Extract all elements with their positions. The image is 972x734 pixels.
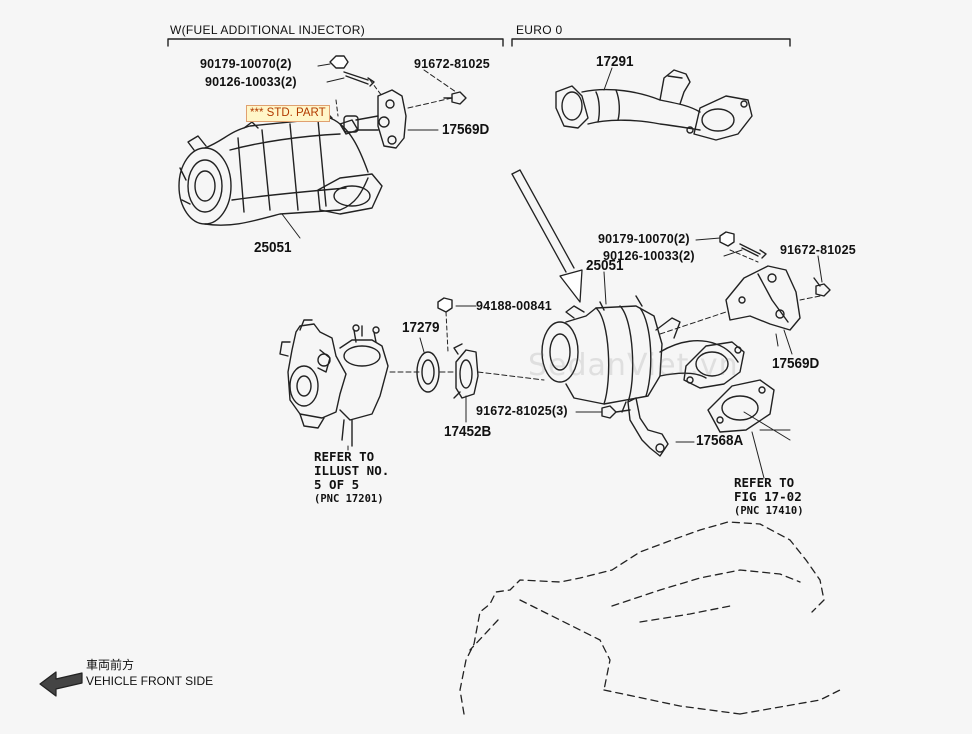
heat-insulator-bracket-right: [725, 265, 801, 331]
vehicle-front-arrow: [39, 671, 83, 697]
direction-arrow: [511, 169, 583, 303]
leader-lines-center: [347, 305, 545, 451]
fasteners-right: [719, 231, 831, 297]
part-label-bolt-right[interactable]: 91672-81025: [780, 243, 856, 257]
part-label-nut-top-left[interactable]: 90179-10070(2): [200, 57, 292, 71]
catalytic-converter-right: [541, 295, 745, 405]
part-label-converter-top-left[interactable]: 25051: [254, 239, 292, 256]
std-part-badge: *** STD. PART: [246, 105, 330, 122]
reference-turbo-line-1: REFER TO: [314, 449, 375, 464]
part-label-stud-top-left[interactable]: 90126-10033(2): [205, 75, 297, 89]
part-label-nut-center[interactable]: 94188-00841: [476, 299, 552, 313]
watermark: SedanViet.vn: [528, 348, 739, 383]
part-label-gasket[interactable]: 17279: [402, 319, 440, 336]
leader-lines-right: [575, 237, 823, 479]
part-label-bolt-center[interactable]: 91672-81025(3): [476, 404, 568, 418]
turbocharger: [279, 319, 389, 447]
part-label-stay[interactable]: 17568A: [696, 432, 744, 449]
part-label-bracket-top-left[interactable]: 17569D: [442, 121, 490, 138]
reference-turbo: REFER TO ILLUST NO. 5 OF 5 (PNC 17201): [314, 450, 389, 506]
clamp-17452b: [453, 343, 479, 399]
section-bracket-left: [167, 38, 504, 47]
reference-turbo-line-3: 5 OF 5: [314, 477, 360, 492]
leader-lines-top-left: [281, 63, 457, 239]
gasket-17279: [416, 351, 440, 393]
reference-gasket-line-2: FIG 17-02: [734, 489, 802, 504]
vehicle-front-caption: 車両前方 VEHICLE FRONT SIDE: [86, 657, 213, 689]
section-title-left: W(FUEL ADDITIONAL INJECTOR): [170, 23, 366, 37]
section-bracket-right: [511, 38, 791, 47]
reference-gasket: REFER TO FIG 17-02 (PNC 17410): [734, 476, 804, 518]
section-title-right: EURO 0: [516, 23, 563, 37]
reference-turbo-line-2: ILLUST NO.: [314, 463, 390, 478]
part-label-bolt-top-left[interactable]: 91672-81025: [414, 57, 490, 71]
injector-bracket-top-left: [343, 89, 407, 149]
part-label-bracket-right[interactable]: 17569D: [772, 355, 820, 372]
part-label-nut-right[interactable]: 90179-10070(2): [598, 232, 690, 246]
bolt-center: [601, 405, 631, 419]
catalytic-converter-top-left: [178, 111, 383, 226]
exhaust-pipe-euro: [555, 69, 753, 141]
part-label-converter-right[interactable]: 25051: [586, 257, 624, 274]
gasket-flange-right: [707, 379, 775, 433]
part-label-stud-right[interactable]: 90126-10033(2): [603, 249, 695, 263]
engine-outline: [459, 521, 841, 715]
part-label-clamp[interactable]: 17452B: [444, 423, 492, 440]
fasteners-top-left: [329, 55, 467, 105]
reference-turbo-line-4: (PNC 17201): [314, 493, 384, 505]
nut-center: [437, 297, 453, 313]
reference-gasket-line-3: (PNC 17410): [734, 505, 804, 517]
stay-bracket-17568a: [621, 397, 669, 457]
leader-lines-top-right: [603, 67, 613, 91]
reference-gasket-line-1: REFER TO: [734, 475, 795, 490]
vehicle-front-jp: 車両前方: [86, 658, 135, 672]
vehicle-front-en: VEHICLE FRONT SIDE: [86, 674, 214, 688]
part-label-pipe-euro[interactable]: 17291: [596, 53, 634, 70]
